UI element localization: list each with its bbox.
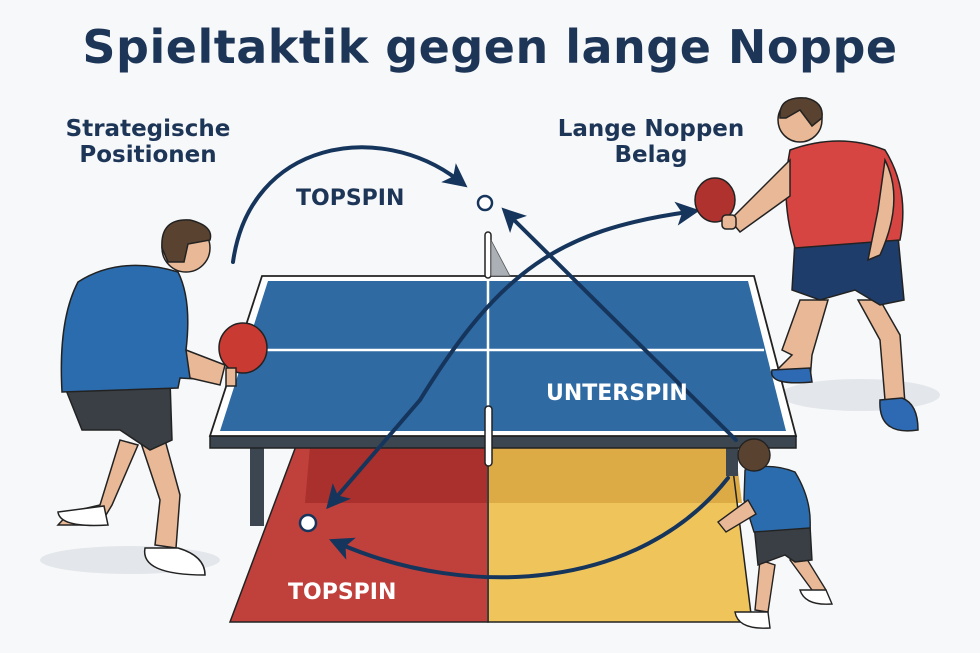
left-player-figure	[56, 219, 268, 576]
long-pips-rubber-label: Lange Noppen Belag	[557, 116, 745, 169]
net	[490, 239, 511, 277]
underspin-label: UNTERSPIN	[546, 381, 688, 406]
right-paddle	[694, 177, 736, 223]
red-zone-shade	[305, 446, 488, 503]
page-title: Spieltaktik gegen lange Noppe	[82, 20, 898, 74]
arrow-to-long-pips	[418, 201, 700, 402]
topspin-arc-arrow	[231, 145, 468, 264]
ball-icon-top	[476, 194, 494, 212]
topspin-label-bottom: TOPSPIN	[288, 580, 397, 605]
right-player-shadow	[780, 379, 940, 411]
strategic-positions-label: Strategische Positionen	[65, 116, 231, 169]
yellow-zone-shade	[488, 446, 742, 503]
net-post-back	[484, 231, 492, 279]
topspin-label-top: TOPSPIN	[296, 186, 405, 211]
topspin-return-arrow	[328, 476, 730, 580]
front-player-figure	[716, 438, 834, 629]
net-post-front	[484, 405, 493, 467]
right-player-figure	[694, 97, 919, 432]
trajectory-arrows	[231, 145, 738, 580]
return-arrow-to-net-ball	[501, 207, 738, 442]
left-paddle	[218, 322, 268, 374]
table-leg-right	[726, 446, 738, 476]
ball-icon-bottom	[298, 513, 318, 533]
ping-pong-table	[208, 231, 798, 467]
arrow-to-red-zone-ball	[326, 398, 422, 510]
table-leg-left	[250, 446, 264, 526]
